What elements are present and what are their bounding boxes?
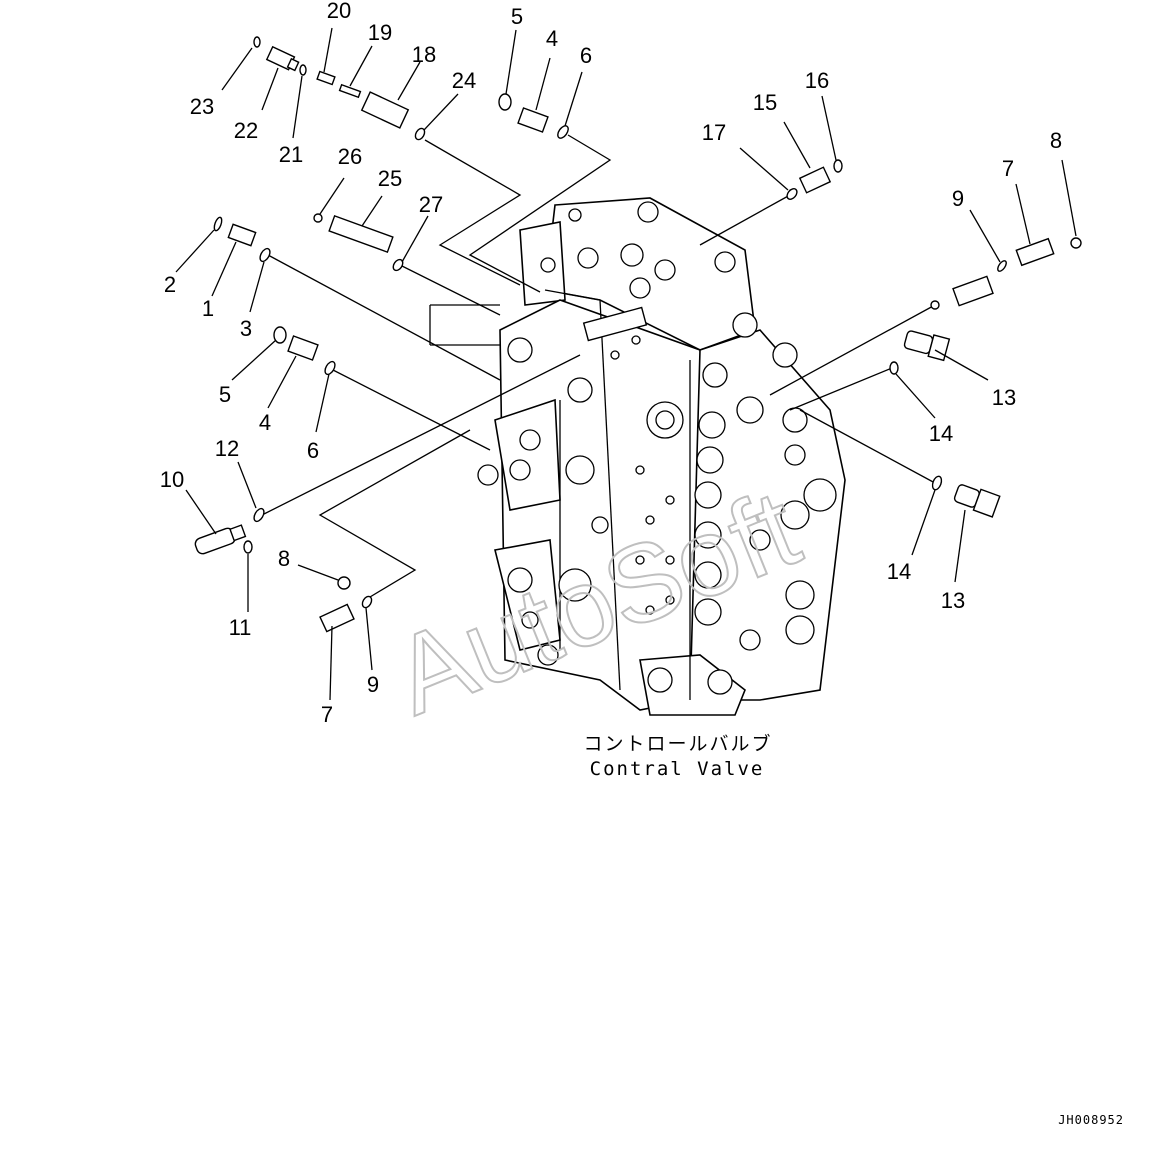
- callout-6-top: 6: [580, 43, 592, 68]
- callout-24: 24: [452, 68, 476, 93]
- caption-japanese: コントロールバルブ: [583, 732, 772, 755]
- part-10: [194, 524, 247, 555]
- callout-25: 25: [378, 166, 402, 191]
- callout-7-lower: 7: [321, 702, 333, 727]
- part-22: [265, 45, 300, 72]
- callout-5-mid: 5: [219, 382, 231, 407]
- callout-leaders: [175, 27, 1077, 701]
- leader-lines: [261, 134, 936, 601]
- callout-20: 20: [327, 0, 351, 23]
- callout-19: 19: [368, 20, 392, 45]
- part-13-lower: [953, 484, 1001, 518]
- callout-2: 2: [164, 272, 176, 297]
- callout-23: 23: [190, 94, 214, 119]
- callout-4-mid: 4: [259, 410, 271, 435]
- callout-13-lower: 13: [941, 588, 965, 613]
- callout-14-lower: 14: [887, 559, 911, 584]
- part-13-upper: [903, 330, 951, 362]
- callout-10: 10: [160, 467, 184, 492]
- callout-17: 17: [702, 120, 726, 145]
- callout-9-right: 9: [952, 186, 964, 211]
- callout-13-upper: 13: [992, 385, 1016, 410]
- callout-3: 3: [240, 316, 252, 341]
- callout-12: 12: [215, 436, 239, 461]
- exploded-parts: [194, 36, 1082, 633]
- callout-5-top: 5: [511, 4, 523, 29]
- callout-7-right: 7: [1002, 156, 1014, 181]
- callout-11: 11: [229, 615, 252, 640]
- callout-26: 26: [338, 144, 362, 169]
- caption-english: Contral Valve: [590, 758, 765, 780]
- callout-27: 27: [419, 192, 443, 217]
- callout-8-right: 8: [1050, 128, 1062, 153]
- callout-9-lower: 9: [367, 672, 379, 697]
- callout-16: 16: [805, 68, 829, 93]
- callout-14-upper: 14: [929, 421, 953, 446]
- control-valve-body: [429, 197, 846, 716]
- callout-numbers: 23 22 21 20 19 18 24 5 4 6 26 25 27 2 1 …: [160, 0, 1062, 727]
- callout-22: 22: [234, 118, 258, 143]
- document-id: JH008952: [1058, 1113, 1124, 1127]
- callout-18: 18: [412, 42, 436, 67]
- callout-15: 15: [753, 90, 777, 115]
- callout-21: 21: [279, 142, 303, 167]
- callout-8-lower: 8: [278, 546, 290, 571]
- callout-6-mid: 6: [307, 438, 319, 463]
- callout-1: 1: [202, 296, 214, 321]
- callout-4-top: 4: [546, 26, 558, 51]
